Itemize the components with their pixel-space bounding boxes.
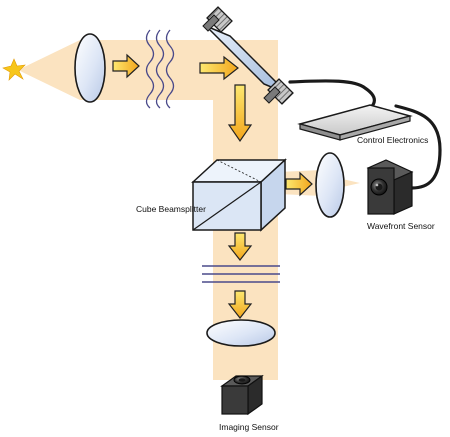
- imaging-sensor-label: Imaging Sensor: [219, 422, 279, 432]
- control-electronics-label: Control Electronics: [357, 135, 428, 145]
- arrow-down-icon: [227, 84, 253, 143]
- filter-lines: [202, 265, 280, 283]
- camera-icon: [220, 374, 264, 416]
- arrow-down-icon: [227, 290, 253, 319]
- deformable-mirror-icon: [202, 6, 294, 105]
- lens-icon: [315, 152, 345, 218]
- imaging-focus-cone: [222, 345, 260, 378]
- arrow-right-icon: [285, 171, 313, 197]
- control-electronics-icon: [297, 104, 413, 141]
- wavefront-sensor-label: Wavefront Sensor: [367, 221, 435, 231]
- arrow-right-icon: [112, 53, 140, 79]
- source-cone: [18, 40, 80, 100]
- star-icon: [2, 58, 26, 81]
- camera-icon: [366, 159, 414, 215]
- cube-beamsplitter-label: Cube Beamsplitter: [136, 204, 206, 214]
- lens-icon: [206, 319, 276, 347]
- lens-icon: [74, 33, 106, 103]
- distorted-wavefront-icon: [145, 29, 175, 109]
- arrow-right-icon: [199, 55, 239, 81]
- arrow-down-icon: [227, 232, 253, 261]
- cube-beamsplitter-icon: [191, 158, 287, 232]
